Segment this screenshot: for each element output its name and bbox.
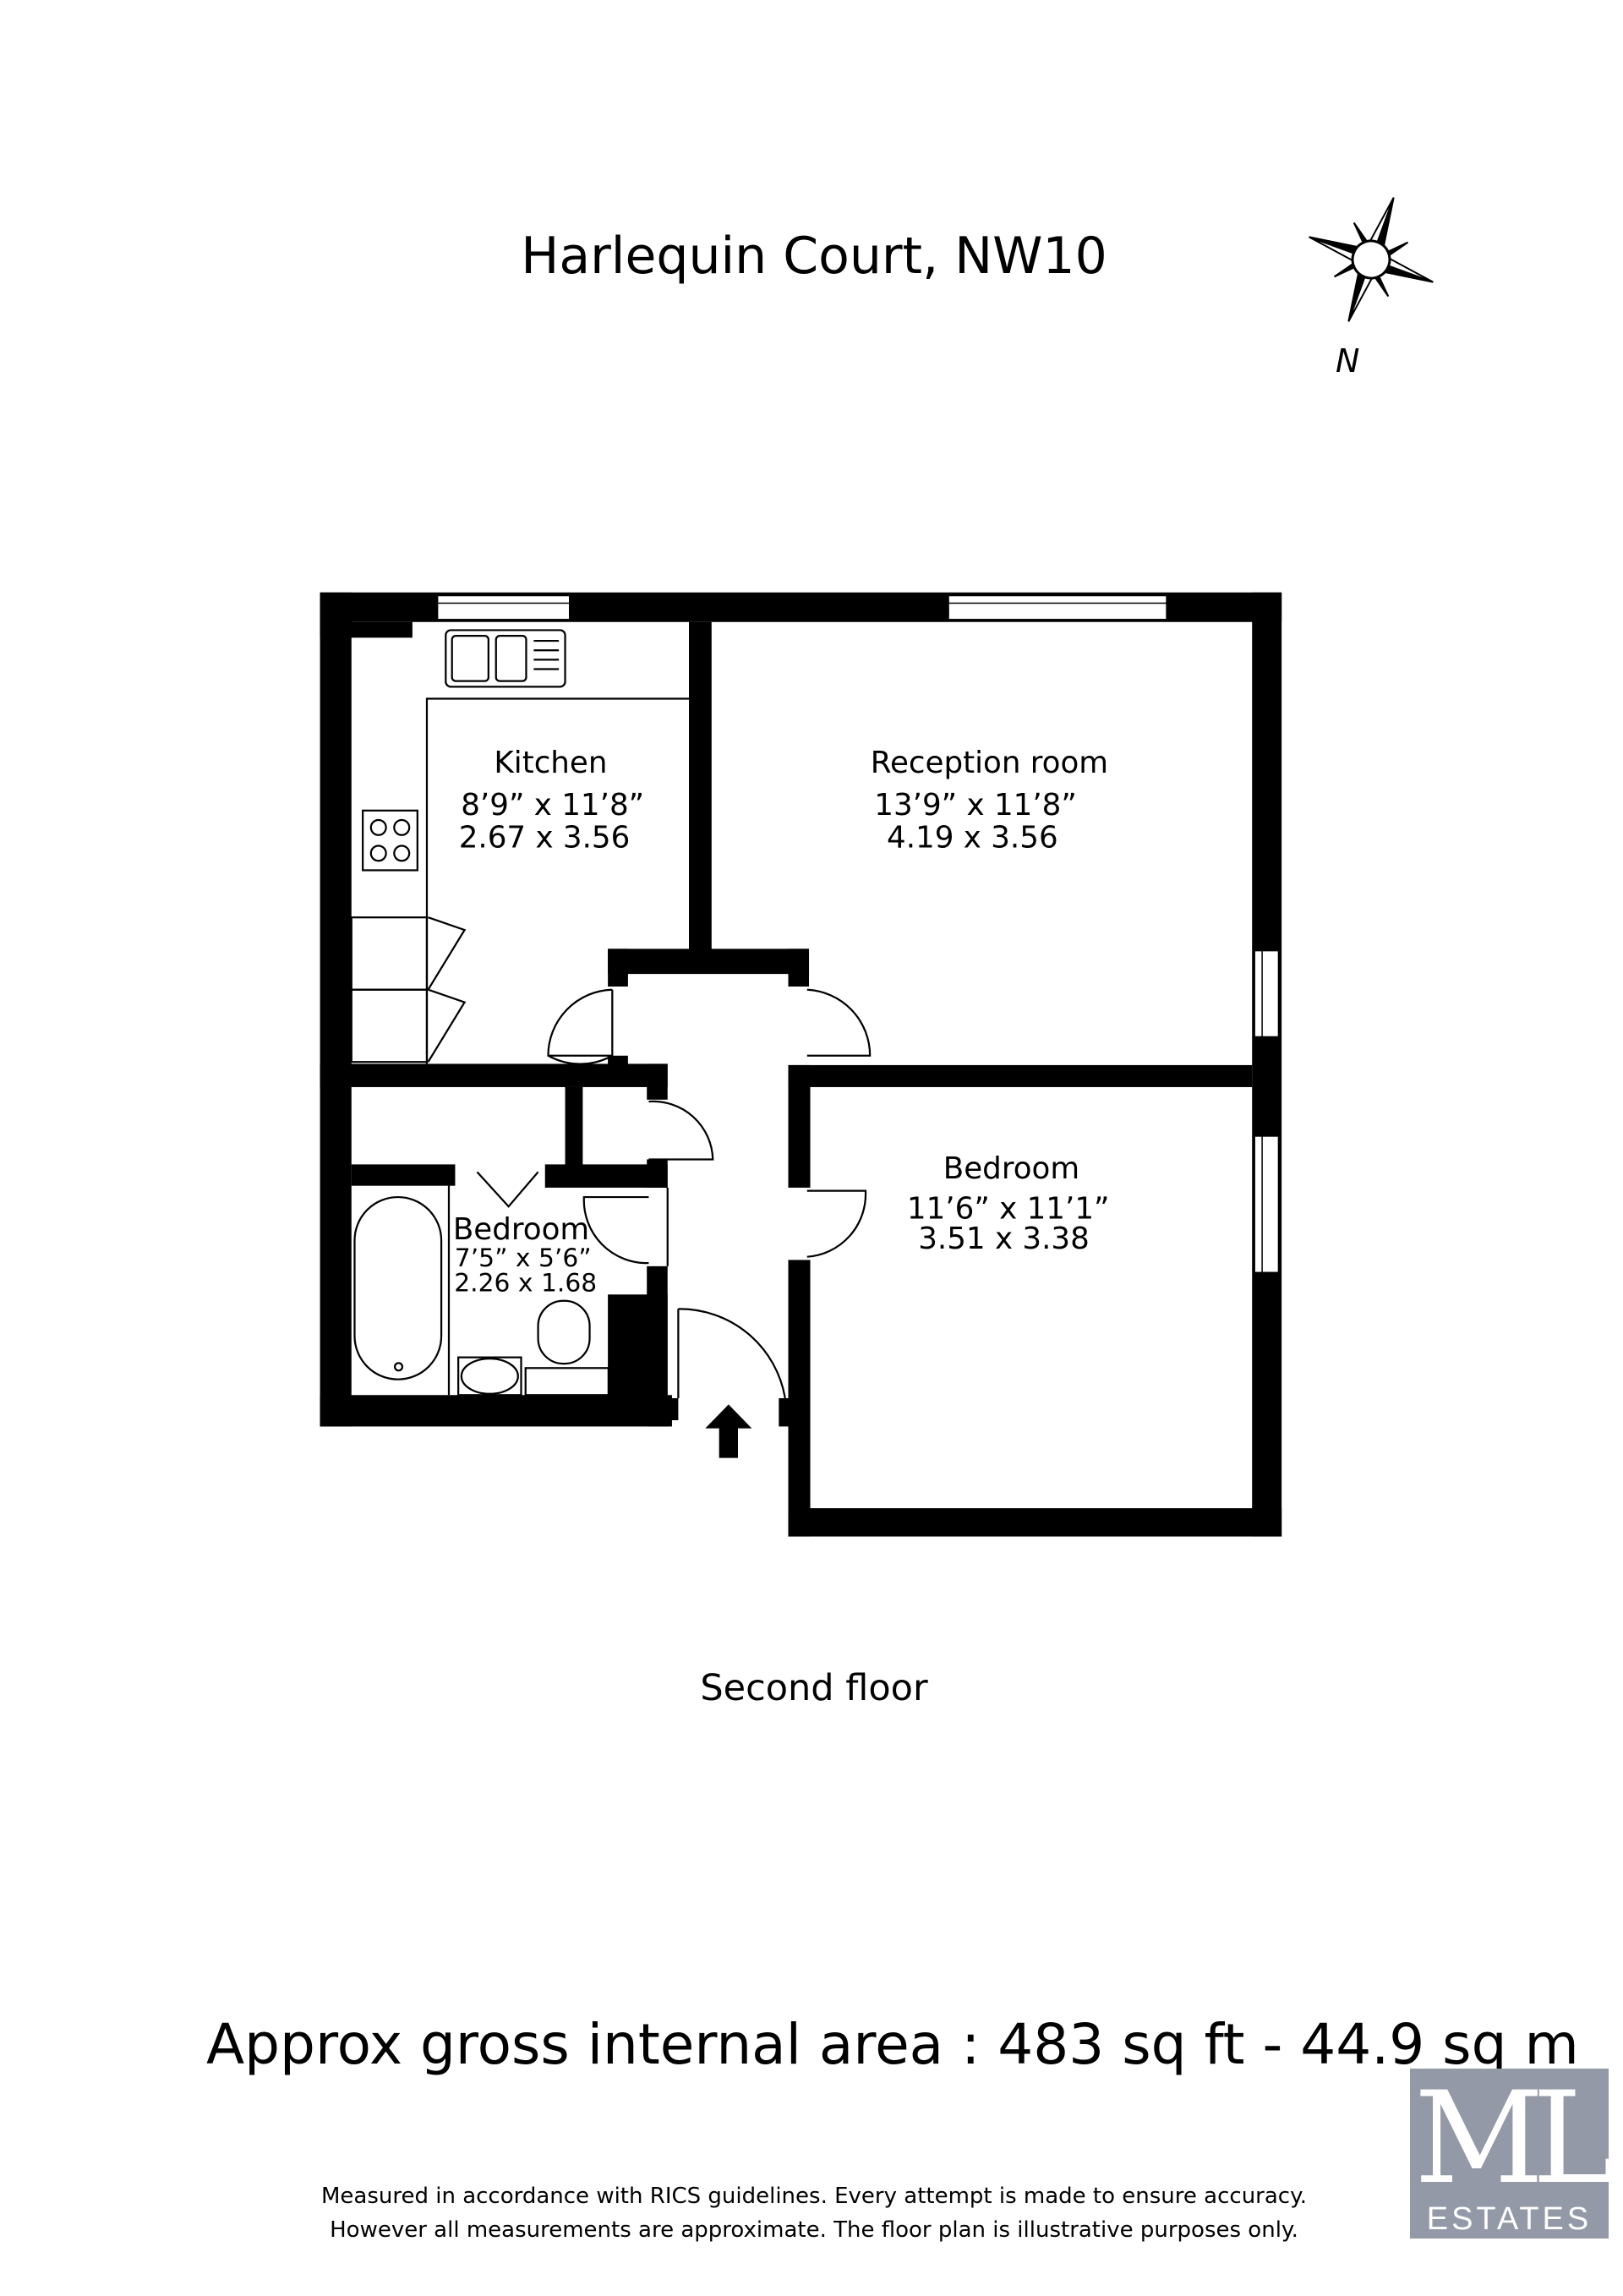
disclaimer-line-1: Measured in accordance with RICS guideli… [320,2184,1308,2209]
fixtures [350,629,690,1397]
windows [436,594,1280,1274]
room-name: Reception room [871,746,1108,780]
logo-wordmark: ESTATES [1426,2201,1593,2237]
room-metric: 4.19 x 3.56 [887,821,1058,856]
room-name: Bedroom [453,1212,589,1247]
ml-estates-logo: ML ESTATES [1410,2065,1616,2239]
entrance-arrow-icon [705,1404,752,1458]
room-imperial: 8’9” x 11’8” [461,788,644,823]
room-name: Bedroom [943,1151,1079,1186]
room-labels: Kitchen 8’9” x 11’8” 2.67 x 3.56 Recepti… [453,746,1110,1298]
floor-label: Second floor [700,1667,928,1709]
north-label: N [1336,342,1359,380]
disclaimer: Measured in accordance with RICS guideli… [0,2179,1623,2247]
door-swings [547,988,872,1399]
room-name: Kitchen [494,746,607,780]
room-metric: 2.26 x 1.68 [454,1269,597,1298]
gross-area: Approx gross internal area : 483 sq ft -… [206,2012,1579,2077]
room-metric: 3.51 x 3.38 [918,1222,1090,1256]
compass-rose-icon: N [1309,197,1434,380]
room-metric: 2.67 x 3.56 [459,821,631,856]
room-imperial: 7’5” x 5’6” [455,1244,592,1273]
plan-title: Harlequin Court, NW10 [521,227,1107,286]
logo-monogram: ML [1413,2065,1616,2212]
room-imperial: 13’9” x 11’8” [874,788,1077,823]
room-imperial: 11’6” x 11’1” [907,1191,1110,1226]
disclaimer-line-2: However all measurements are approximate… [330,2217,1298,2243]
